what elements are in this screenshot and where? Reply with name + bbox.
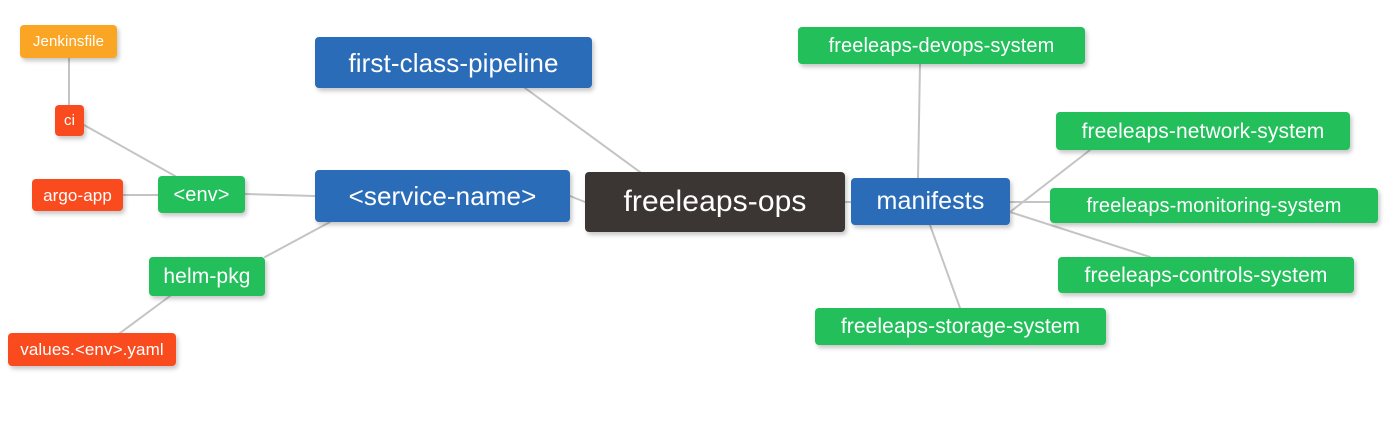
edge-service-name-to-env	[244, 193, 316, 197]
mindmap-node-first-class-pipeline[interactable]: first-class-pipeline	[315, 37, 592, 88]
edge-env-to-ci	[83, 124, 176, 177]
node-label: freeleaps-network-system	[1081, 119, 1325, 143]
node-label: freeleaps-monitoring-system	[1086, 194, 1342, 217]
mindmap-node-freeleaps-devops-system[interactable]: freeleaps-devops-system	[798, 27, 1085, 64]
node-label: freeleaps-ops	[623, 185, 807, 218]
node-label: <env>	[173, 183, 230, 206]
node-label: freeleaps-storage-system	[840, 315, 1081, 338]
mindmap-node-jenkinsfile[interactable]: Jenkinsfile	[20, 25, 117, 58]
edge-manifests-to-freeleaps-storage-system	[929, 224, 961, 309]
node-label: Jenkinsfile	[32, 33, 105, 50]
mindmap-node-env[interactable]: <env>	[158, 176, 245, 213]
mindmap-node-manifests[interactable]: manifests	[851, 178, 1010, 225]
edge-service-name-to-helm-pkg	[264, 221, 331, 258]
node-label: values.<env>.yaml	[20, 340, 164, 359]
mindmap-node-freeleaps-ops[interactable]: freeleaps-ops	[585, 172, 845, 232]
node-label: first-class-pipeline	[348, 47, 559, 78]
mindmap-node-helm-pkg[interactable]: helm-pkg	[149, 257, 265, 296]
node-label: argo-app	[43, 185, 112, 205]
mindmap-node-freeleaps-controls-system[interactable]: freeleaps-controls-system	[1058, 257, 1354, 293]
node-label: ci	[63, 112, 76, 129]
mindmap-node-ci[interactable]: ci	[55, 105, 84, 136]
edge-helm-pkg-to-values-env-yaml	[119, 295, 171, 334]
mindmap-node-argo-app[interactable]: argo-app	[32, 179, 123, 211]
mindmap-node-freeleaps-monitoring-system[interactable]: freeleaps-monitoring-system	[1050, 188, 1378, 223]
mindmap-node-freeleaps-network-system[interactable]: freeleaps-network-system	[1056, 112, 1350, 150]
node-label: manifests	[876, 187, 985, 215]
edge-freeleaps-ops-to-service-name	[569, 195, 586, 203]
mindmap-node-values-env-yaml[interactable]: values.<env>.yaml	[8, 333, 176, 366]
node-label: freeleaps-devops-system	[828, 34, 1055, 57]
node-label: helm-pkg	[163, 265, 251, 288]
mindmap-node-service-name[interactable]: <service-name>	[315, 170, 570, 222]
mindmap-node-freeleaps-storage-system[interactable]: freeleaps-storage-system	[815, 308, 1106, 345]
edge-manifests-to-freeleaps-devops-system	[917, 63, 921, 179]
edge-freeleaps-ops-to-first-class-pipeline	[524, 87, 641, 173]
node-label: freeleaps-controls-system	[1084, 263, 1328, 287]
node-label: <service-name>	[348, 181, 537, 211]
